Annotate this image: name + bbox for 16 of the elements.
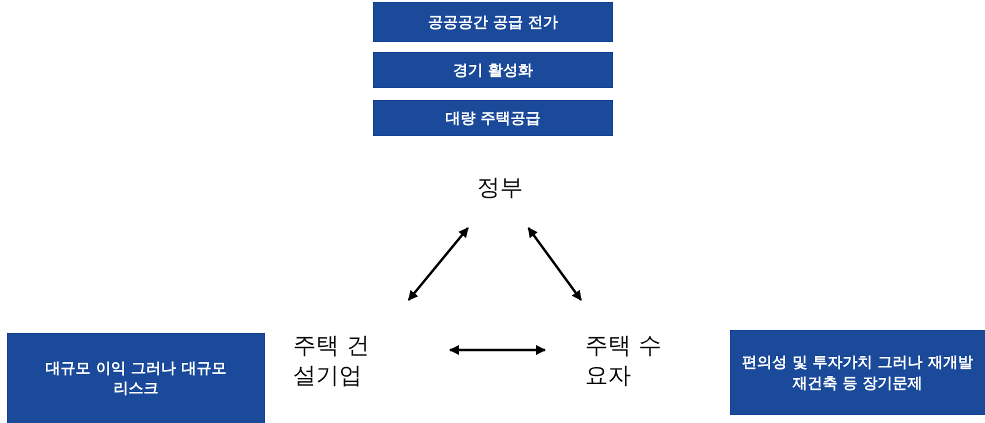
actor-label: 주택 건설기업 — [293, 332, 370, 391]
actor-label: 주택 수요자 — [585, 332, 662, 391]
heading-box — [373, 100, 613, 136]
heading-box — [373, 2, 613, 42]
box-text: 편의성 및 투자가치 그러나 재개발 재건축 등 장기문제 — [741, 352, 974, 393]
actor-label: 정부 — [476, 174, 524, 204]
double-arrow — [449, 345, 546, 355]
box-text: 공공공간 공급 전가 — [428, 12, 558, 32]
box-text: 대규모 이익 그러나 대규모 리스크 — [44, 358, 228, 398]
double-arrow — [527, 227, 582, 301]
box-text: 대량 주택공급 — [445, 108, 541, 128]
note-box — [730, 330, 985, 415]
note-box — [7, 333, 265, 423]
double-arrow — [408, 227, 469, 301]
heading-box — [373, 52, 613, 88]
box-text: 경기 활성화 — [452, 60, 534, 80]
